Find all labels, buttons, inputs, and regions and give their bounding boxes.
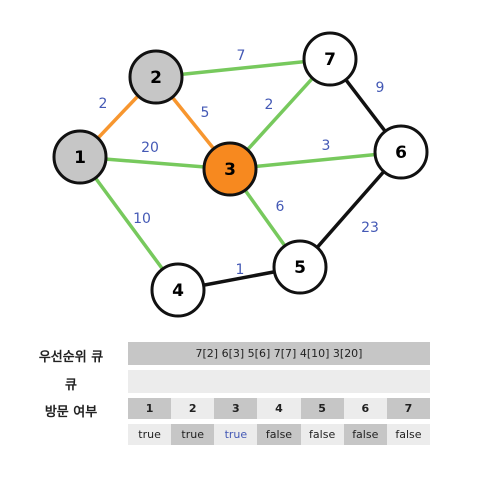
node-circle-1 [52,129,108,185]
edge-weight-2-7: 7 [237,48,246,64]
priority-queue-value: 7[2] 6[3] 5[6] 7[7] 4[10] 3[20] [128,342,430,365]
edge-weight-2-3: 5 [201,105,210,121]
node-circle-2 [128,49,184,105]
visited-value-3: true [214,424,258,445]
node-circle-5 [272,239,328,295]
node-label-7: 7 [324,50,336,70]
visited-value-1: true [128,424,172,445]
visited-value-7: false [386,424,430,445]
node-7: 7 [302,31,358,87]
edge-weight-3-6: 3 [322,138,331,154]
visited-node-5: 5 [300,398,344,419]
node-4: 4 [150,262,206,318]
edge-weight-3-5: 6 [276,199,285,215]
priority-queue-label: 우선순위 큐 [38,350,104,365]
node-circle-3 [202,141,258,197]
visited-node-4: 4 [257,398,301,419]
visited-value-2: true [171,424,215,445]
visited-node-1: 1 [128,398,172,419]
node-label-3: 3 [224,160,236,180]
edge-weight-5-6: 23 [361,220,379,236]
node-3: 3 [202,141,258,197]
queue-value [128,370,430,393]
edge-weight-4-5: 1 [236,262,245,278]
node-label-6: 6 [395,143,407,163]
node-1: 1 [52,129,108,185]
node-label-1: 1 [74,148,86,168]
edge-weight-1-3: 20 [141,140,159,156]
visited-value-6: false [343,424,387,445]
visited-label: 방문 여부 [44,405,98,420]
queue-label: 큐 [65,378,77,393]
edge-weight-3-7: 2 [265,97,274,113]
node-label-4: 4 [172,281,184,301]
visited-node-6: 6 [343,398,387,419]
node-label-5: 5 [294,258,306,278]
edge-3-6 [229,150,402,171]
edge-2-7 [155,57,331,79]
visited-node-2: 2 [171,398,215,419]
node-circle-7 [302,31,358,87]
node-5: 5 [272,239,328,295]
edge-weight-7-6: 9 [376,80,385,96]
node-2: 2 [128,49,184,105]
node-circle-6 [373,124,429,180]
visited-node-3: 3 [214,398,258,419]
edge-weight-1-2: 2 [99,96,108,112]
visited-value-5: false [300,424,344,445]
edge-weight-1-4: 10 [133,211,151,227]
visited-node-7: 7 [386,398,430,419]
node-circle-4 [150,262,206,318]
edge-1-4 [78,155,180,292]
node-label-2: 2 [150,68,162,88]
node-6: 6 [373,124,429,180]
visited-value-4: false [257,424,301,445]
